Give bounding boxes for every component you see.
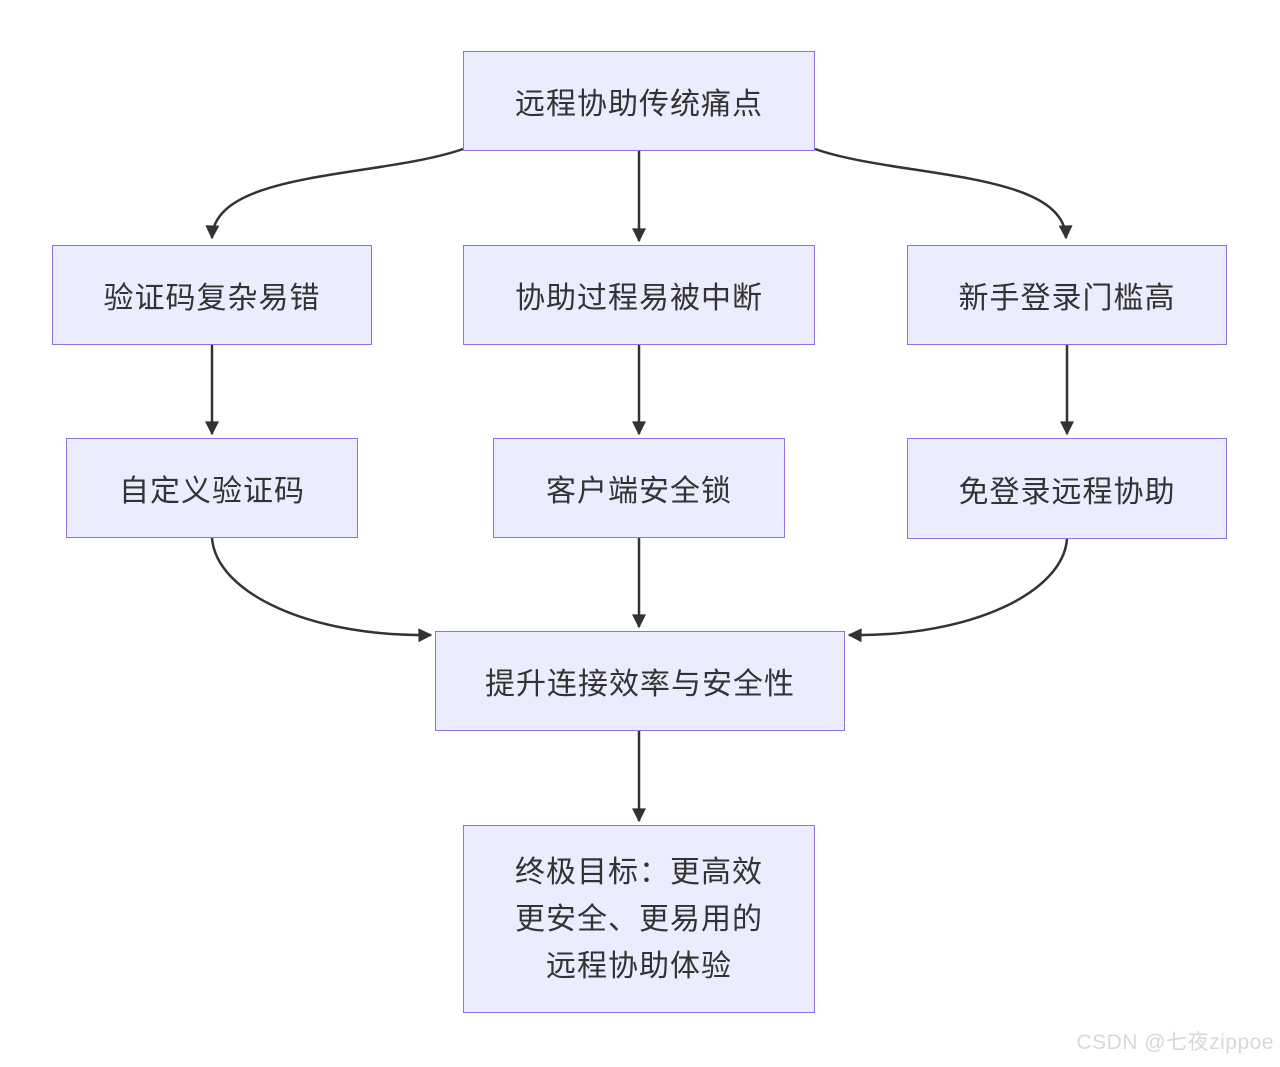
node-ultimate-goal: 终极目标：更高效 更安全、更易用的 远程协助体验 [463, 825, 815, 1013]
watermark: CSDN @七夜zippoe [1076, 1031, 1274, 1054]
node-novice-threshold: 新手登录门槛高 [907, 245, 1227, 345]
edge-custom-to-improve [210, 537, 433, 643]
node-pain-points: 远程协助传统痛点 [463, 51, 815, 151]
edge-pain-to-captcha [205, 147, 464, 240]
node-client-lock: 客户端安全锁 [493, 438, 785, 538]
node-custom-captcha: 自定义验证码 [66, 438, 358, 538]
edge-nologin-to-improve [847, 538, 1069, 643]
node-captcha-complex: 验证码复杂易错 [52, 245, 372, 345]
node-process-interrupted: 协助过程易被中断 [463, 245, 815, 345]
edge-pain-to-novice [814, 147, 1073, 240]
node-no-login-assist: 免登录远程协助 [907, 438, 1227, 539]
node-improve-efficiency: 提升连接效率与安全性 [435, 631, 845, 731]
